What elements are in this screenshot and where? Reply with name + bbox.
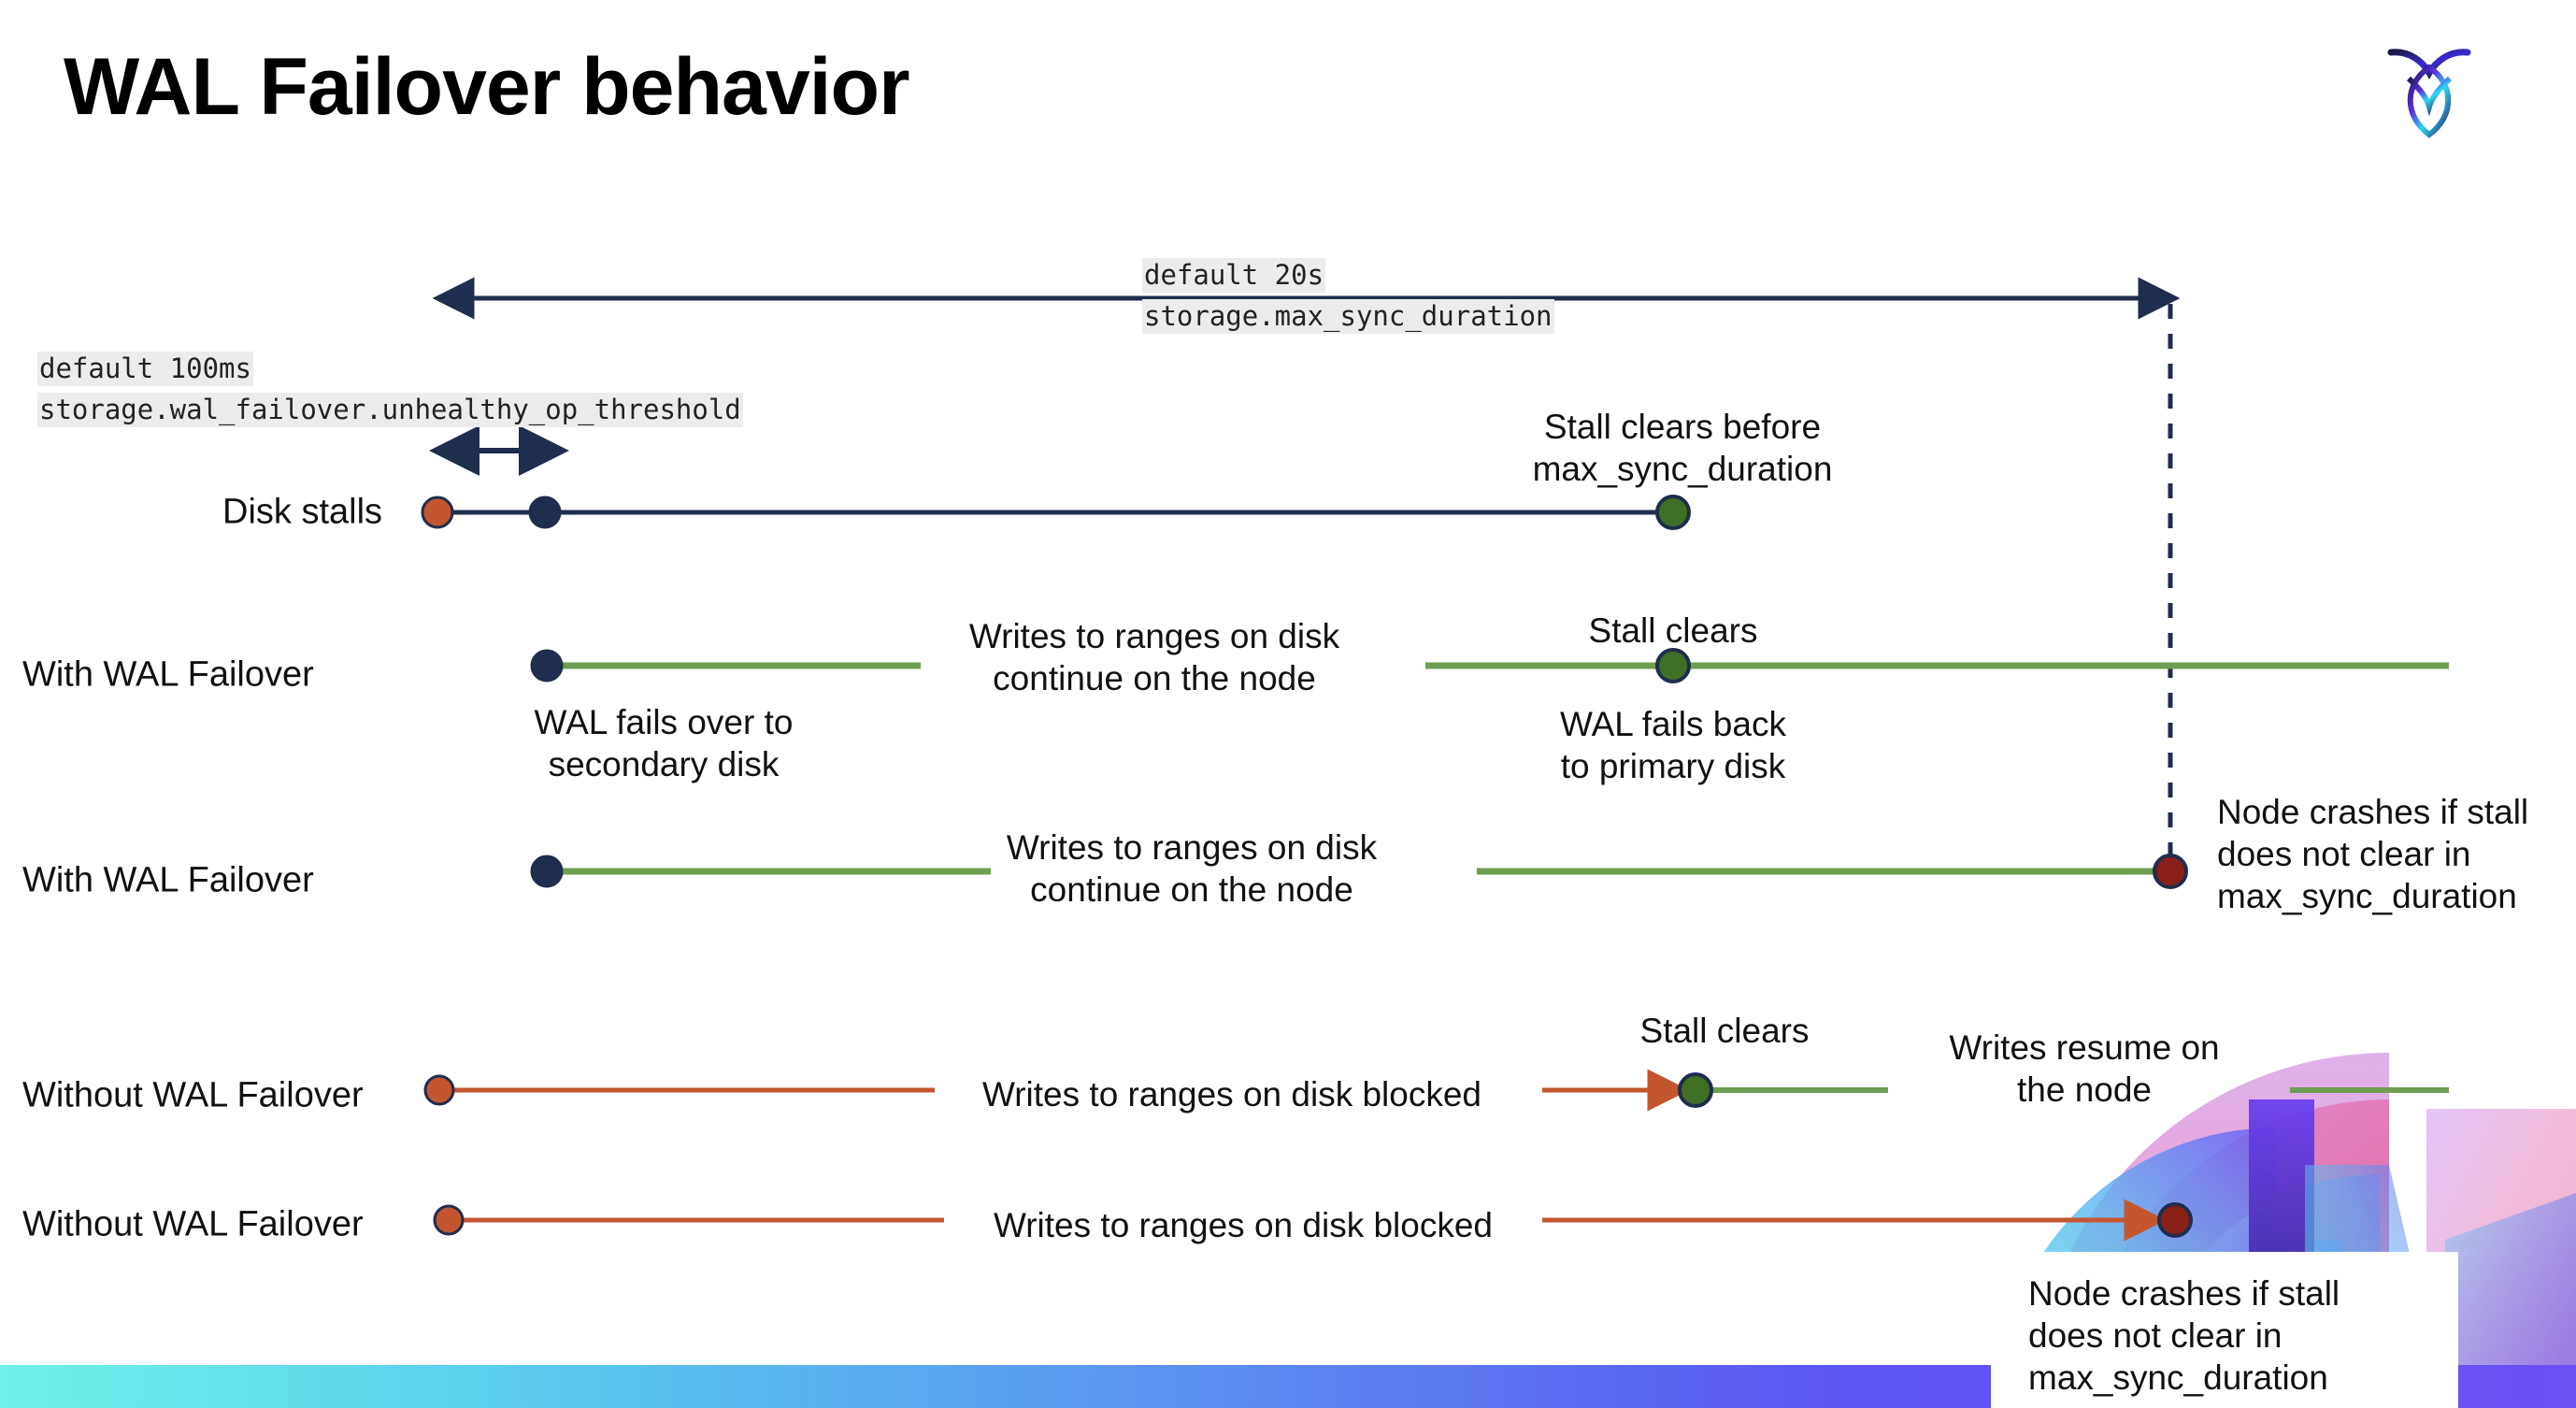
row-disk-stalls-track — [421, 495, 1691, 530]
note-writes-continue-2: Writes to ranges on disk continue on the… — [1006, 828, 1378, 910]
note-stall-clears-1: Stall clears — [1588, 611, 1758, 650]
row-label-disk-stalls: Disk stalls — [222, 492, 383, 532]
max-sync-duration-setting-name: storage.max_sync_duration — [1142, 299, 1554, 335]
note-stall-clears-before-max-sync: Stall clears before max_sync_duration — [1532, 408, 1833, 489]
max-sync-duration-default-label: default 20s — [1142, 258, 1326, 294]
row-with-wal-failover-1-track — [530, 648, 2449, 683]
unhealthy-op-threshold-setting-name: storage.wal_failover.unhealthy_op_thresh… — [37, 393, 743, 428]
row-label-without-wal-failover-1: Without WAL Failover — [22, 1075, 364, 1115]
row-label-with-wal-failover-2: With WAL Failover — [22, 860, 314, 900]
note-stall-clears-2: Stall clears — [1639, 1012, 1810, 1050]
cockroachdb-logo — [2378, 30, 2481, 142]
note-node-crashes-2: Node crashes if stall does not clear in … — [2028, 1274, 2340, 1398]
note-writes-continue-1: Writes to ranges on disk continue on the… — [968, 617, 1340, 698]
unhealthy-op-threshold-default-label: default 100ms — [37, 352, 253, 387]
row-label-without-wal-failover-2: Without WAL Failover — [22, 1204, 364, 1244]
page-title: WAL Failover behavior — [64, 42, 910, 132]
note-wal-fails-over: WAL fails over to secondary disk — [534, 703, 794, 784]
note-wal-fails-back: WAL fails back to primary disk — [1560, 705, 1786, 786]
note-writes-blocked-1: Writes to ranges on disk blocked — [981, 1075, 1482, 1113]
note-node-crashes-1: Node crashes if stall does not clear in … — [2217, 793, 2529, 916]
note-writes-resume: Writes resume on the node — [1949, 1028, 2220, 1110]
node-crashes-callout-box: Node crashes if stall does not clear in … — [1991, 1252, 2458, 1408]
note-writes-blocked-2: Writes to ranges on disk blocked — [993, 1206, 1494, 1244]
row-label-with-wal-failover-1: With WAL Failover — [22, 654, 314, 695]
